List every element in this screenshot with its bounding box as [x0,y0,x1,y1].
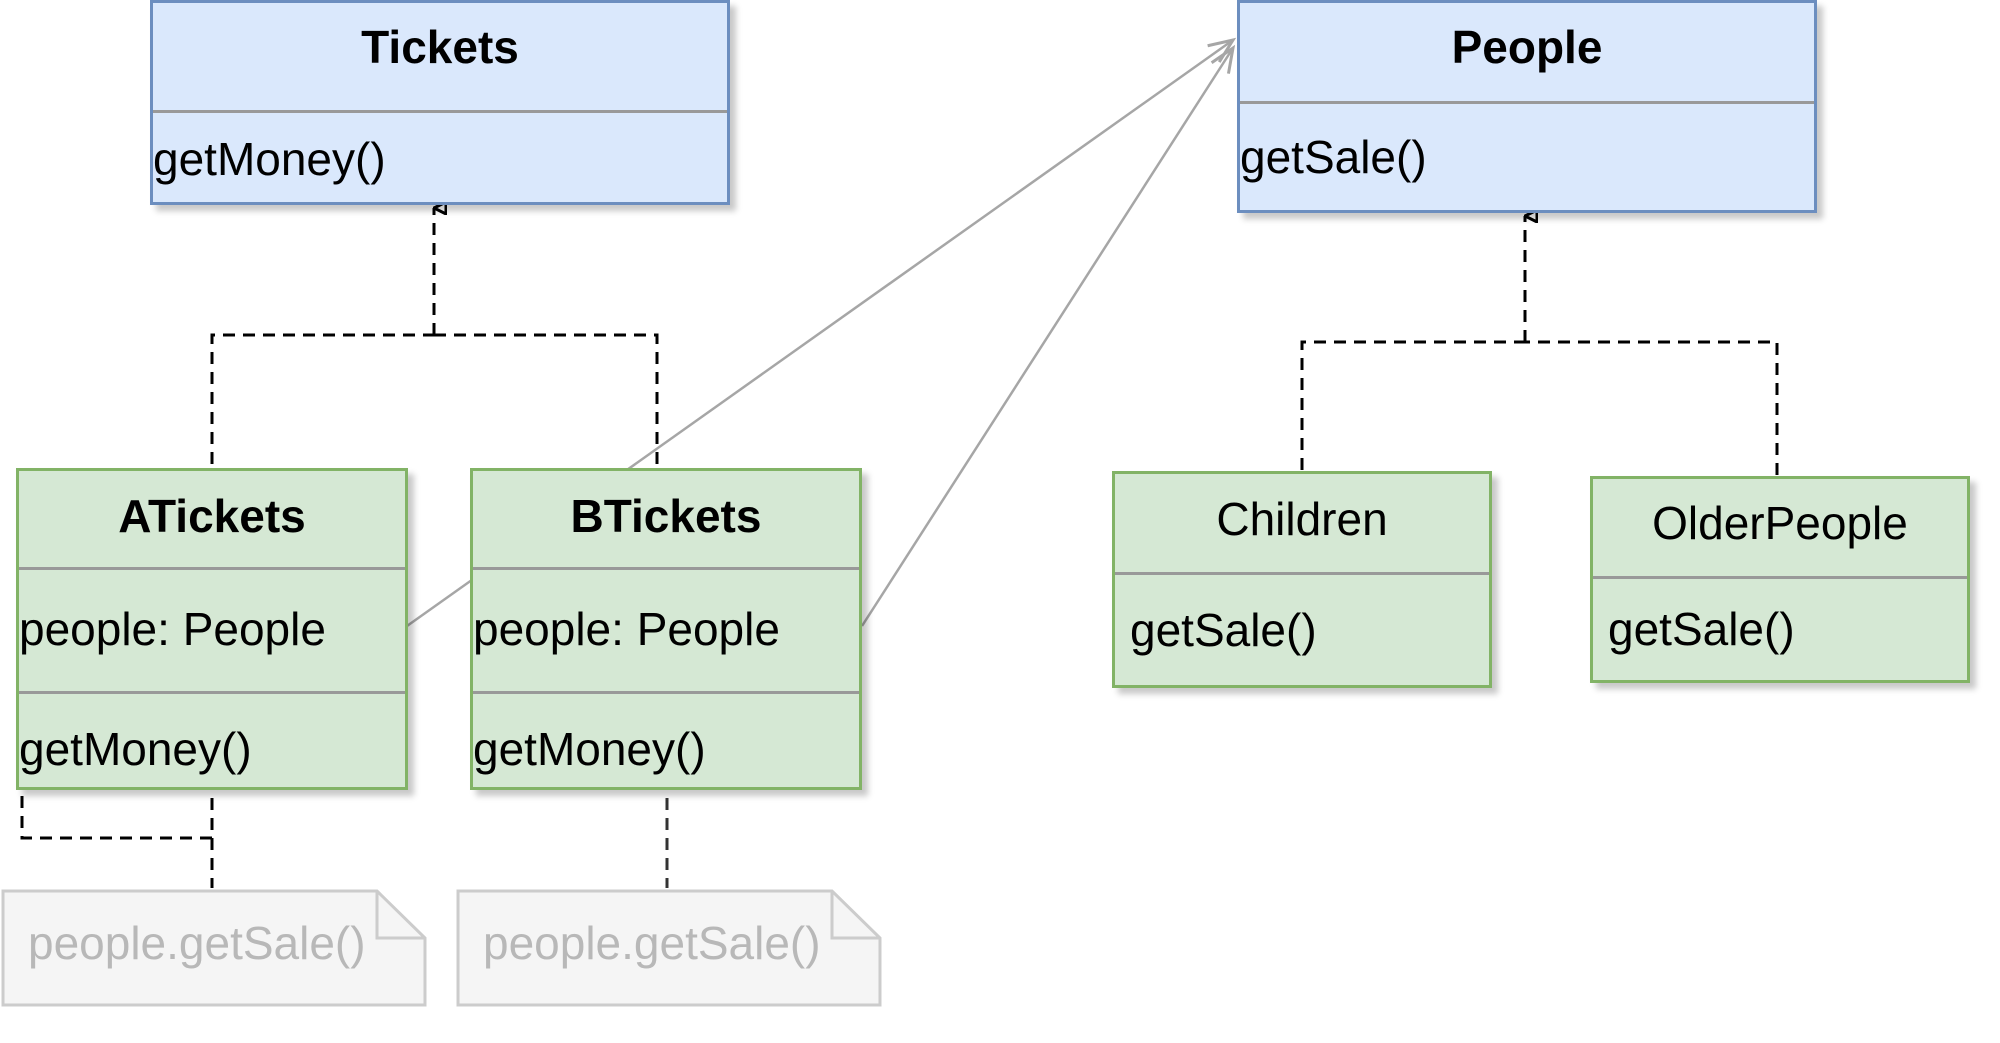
atickets-field: people: People [19,570,405,694]
children-class[interactable]: Children getSale() [1112,471,1492,688]
btickets-title: BTickets [473,471,859,570]
people-class[interactable]: People getSale() [1237,0,1817,213]
tickets-method: getMoney() [153,133,386,185]
note-btickets-text: people.getSale() [483,917,821,969]
atickets-method: getMoney() [19,723,252,775]
note-shape [456,889,882,1007]
atickets-title: ATickets [19,471,405,570]
note-atickets[interactable]: people.getSale() [0,888,428,1008]
children-title: Children [1115,474,1489,575]
btickets-method: getMoney() [473,723,706,775]
olderpeople-method: getSale() [1608,603,1795,655]
tickets-class[interactable]: Tickets getMoney() [150,0,730,205]
association-btickets-people [860,44,1236,627]
people-method: getSale() [1240,131,1427,183]
note-atickets-text: people.getSale() [28,917,366,969]
atickets-class[interactable]: ATickets people: People getMoney() [16,468,408,790]
children-method: getSale() [1130,604,1317,656]
olderpeople-class[interactable]: OlderPeople getSale() [1590,476,1970,683]
people-title: People [1240,3,1814,104]
note-btickets[interactable]: people.getSale() [455,888,883,1008]
olderpeople-title: OlderPeople [1593,479,1967,579]
realization-olderpeople-people [1525,340,1779,475]
realization-atickets-tickets [210,333,434,464]
tickets-title: Tickets [153,3,727,113]
realization-btickets-tickets [434,333,659,464]
note-shape [1,889,427,1007]
btickets-field: people: People [473,570,859,694]
note-link-atickets [20,778,214,840]
realization-children-people [1300,340,1525,470]
btickets-class[interactable]: BTickets people: People getMoney() [470,468,862,790]
